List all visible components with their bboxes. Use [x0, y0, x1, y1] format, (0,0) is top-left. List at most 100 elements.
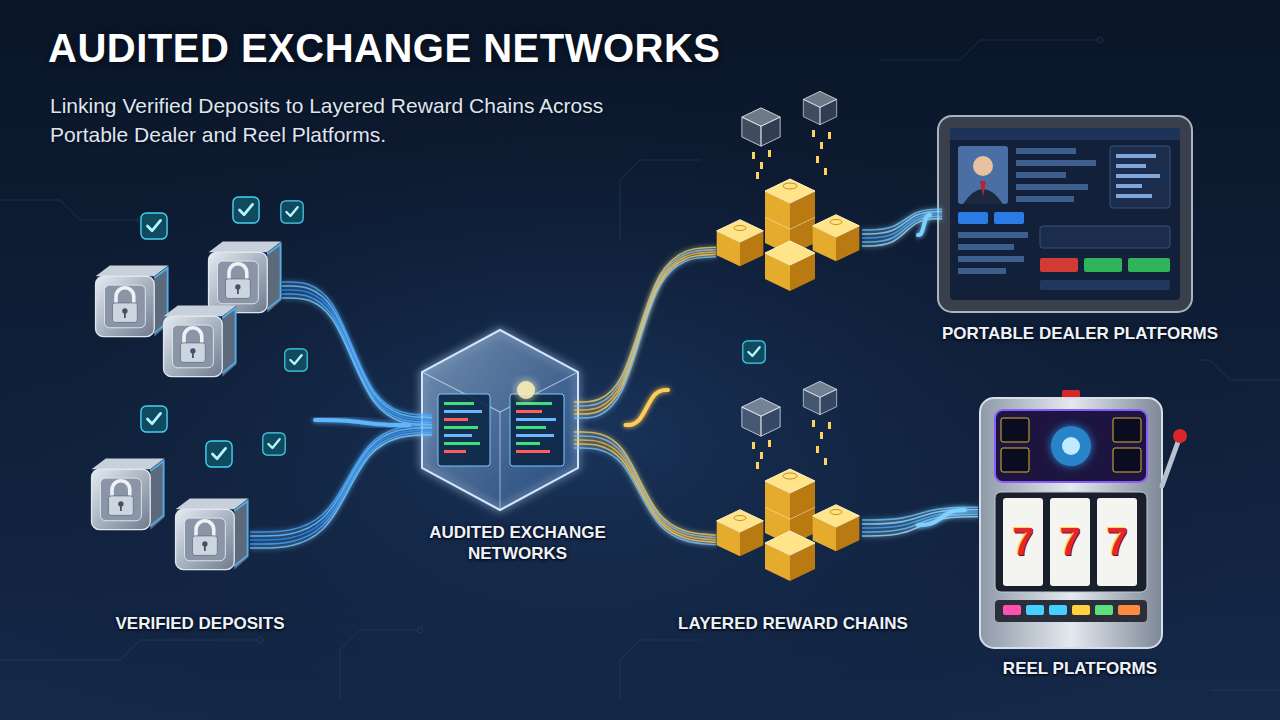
connectors — [315, 215, 965, 525]
node-label: REEL PLATFORMS — [1003, 658, 1157, 679]
hub-edge — [499, 412, 500, 510]
tablet-topbar — [950, 128, 1180, 140]
stream-strand — [282, 282, 432, 415]
coin-rain-part — [816, 446, 819, 453]
tablet-rows-part — [958, 256, 1024, 262]
hub-screen-lines — [444, 402, 556, 453]
stream-connector — [626, 390, 669, 425]
tablet-button — [1040, 258, 1078, 272]
circuit-pattern-part — [880, 40, 1100, 60]
tablet-rows-part — [1016, 148, 1076, 154]
hub-screen-lines-part — [516, 434, 554, 437]
glass-block — [803, 381, 836, 414]
stream-strand — [250, 430, 432, 540]
tablet-screen — [950, 128, 1180, 300]
glass-block — [742, 398, 780, 436]
slot-button — [1003, 605, 1021, 615]
stream-strand — [574, 254, 716, 414]
hub-screen-lines-part — [444, 450, 466, 453]
slot-button — [1095, 605, 1113, 615]
stream-strand — [282, 286, 432, 418]
coin-rain-part — [820, 142, 823, 149]
tablet-rows-part — [958, 244, 1014, 250]
tablet-rows-part — [958, 268, 1006, 274]
circuit-pattern-part — [1200, 360, 1280, 380]
node-label: VERIFIED DEPOSITS — [115, 613, 284, 634]
coin-rain-part — [828, 132, 831, 139]
coins-part — [830, 220, 842, 225]
slot-emblem — [1051, 426, 1091, 466]
stream-strand — [282, 294, 432, 422]
tablet-panel — [1110, 146, 1170, 208]
circuit-pattern — [0, 37, 1280, 700]
check-badge — [281, 201, 303, 223]
stream-strand — [282, 290, 432, 420]
coin-rain-part — [752, 442, 755, 449]
reel — [1003, 498, 1043, 586]
vault-icon — [176, 499, 249, 570]
stream-strand — [250, 432, 432, 544]
reward-stack-top — [717, 91, 860, 291]
dealer-video — [958, 146, 1008, 204]
reward-stack-bottom — [717, 381, 860, 581]
tablet-panel-lines-part — [1116, 194, 1152, 198]
tablet-rows-part — [1016, 172, 1066, 178]
dealer-platform: PORTABLE DEALER PLATFORMS — [930, 105, 1230, 350]
coins-part — [830, 510, 842, 515]
slot-button — [1118, 605, 1140, 615]
coins-part — [734, 226, 746, 231]
slot-body — [980, 398, 1162, 648]
coins — [734, 183, 842, 231]
gold-block — [813, 215, 860, 262]
gold-block — [765, 241, 815, 291]
reel — [1050, 498, 1090, 586]
tablet-rows-part — [1016, 160, 1096, 166]
hub-screen-lines-part — [444, 442, 480, 445]
hub-screen-lines-part — [444, 410, 482, 413]
circuit-pattern-part — [257, 637, 263, 643]
gold-block — [765, 179, 815, 229]
hub-screen-lines-part — [516, 450, 550, 453]
coin-rain-part — [752, 152, 755, 159]
reel — [1097, 498, 1137, 586]
coin-rain-part — [756, 462, 759, 469]
stream-strands — [250, 209, 978, 548]
slot-lever-knob — [1173, 429, 1187, 443]
tablet-rows — [958, 148, 1096, 274]
stream-strand — [862, 216, 942, 242]
node-label: LAYERED REWARD CHAINS — [678, 613, 908, 634]
stream-strand — [250, 435, 432, 548]
check-badges — [141, 197, 765, 467]
coins-part — [783, 183, 797, 189]
tablet-rows-part — [1016, 184, 1088, 190]
circuit-pattern-part — [620, 160, 700, 240]
hub-screen-lines-part — [444, 402, 474, 405]
stream-connector — [918, 510, 965, 525]
deposit-group: VERIFIED DEPOSITS — [85, 190, 315, 640]
circuit-pattern-part — [0, 640, 260, 660]
stream-strand — [250, 428, 432, 536]
hub-screen-lines-part — [516, 410, 542, 413]
reel-symbol: 7 — [1012, 523, 1033, 561]
coin-rain — [752, 420, 831, 469]
vault-icon — [164, 306, 237, 377]
slot-display — [1113, 418, 1141, 442]
hub-screen-lines-part — [444, 434, 472, 437]
check-badge — [233, 197, 259, 223]
vault-icon — [92, 459, 165, 530]
slot-button — [1072, 605, 1090, 615]
hub-screen-lines-part — [444, 418, 468, 421]
stream-connector — [315, 420, 410, 425]
coin-rain-part — [820, 432, 823, 439]
check-badge — [206, 441, 232, 467]
slot-button — [1049, 605, 1067, 615]
stream-strand — [574, 252, 716, 410]
tablet-bar — [1040, 280, 1170, 290]
slot-topper — [995, 410, 1147, 482]
glass-block — [742, 108, 780, 146]
coins-part — [734, 516, 746, 521]
coin-rain-part — [824, 168, 827, 175]
stream-strand — [282, 298, 432, 425]
coin-rain-part — [760, 452, 763, 459]
